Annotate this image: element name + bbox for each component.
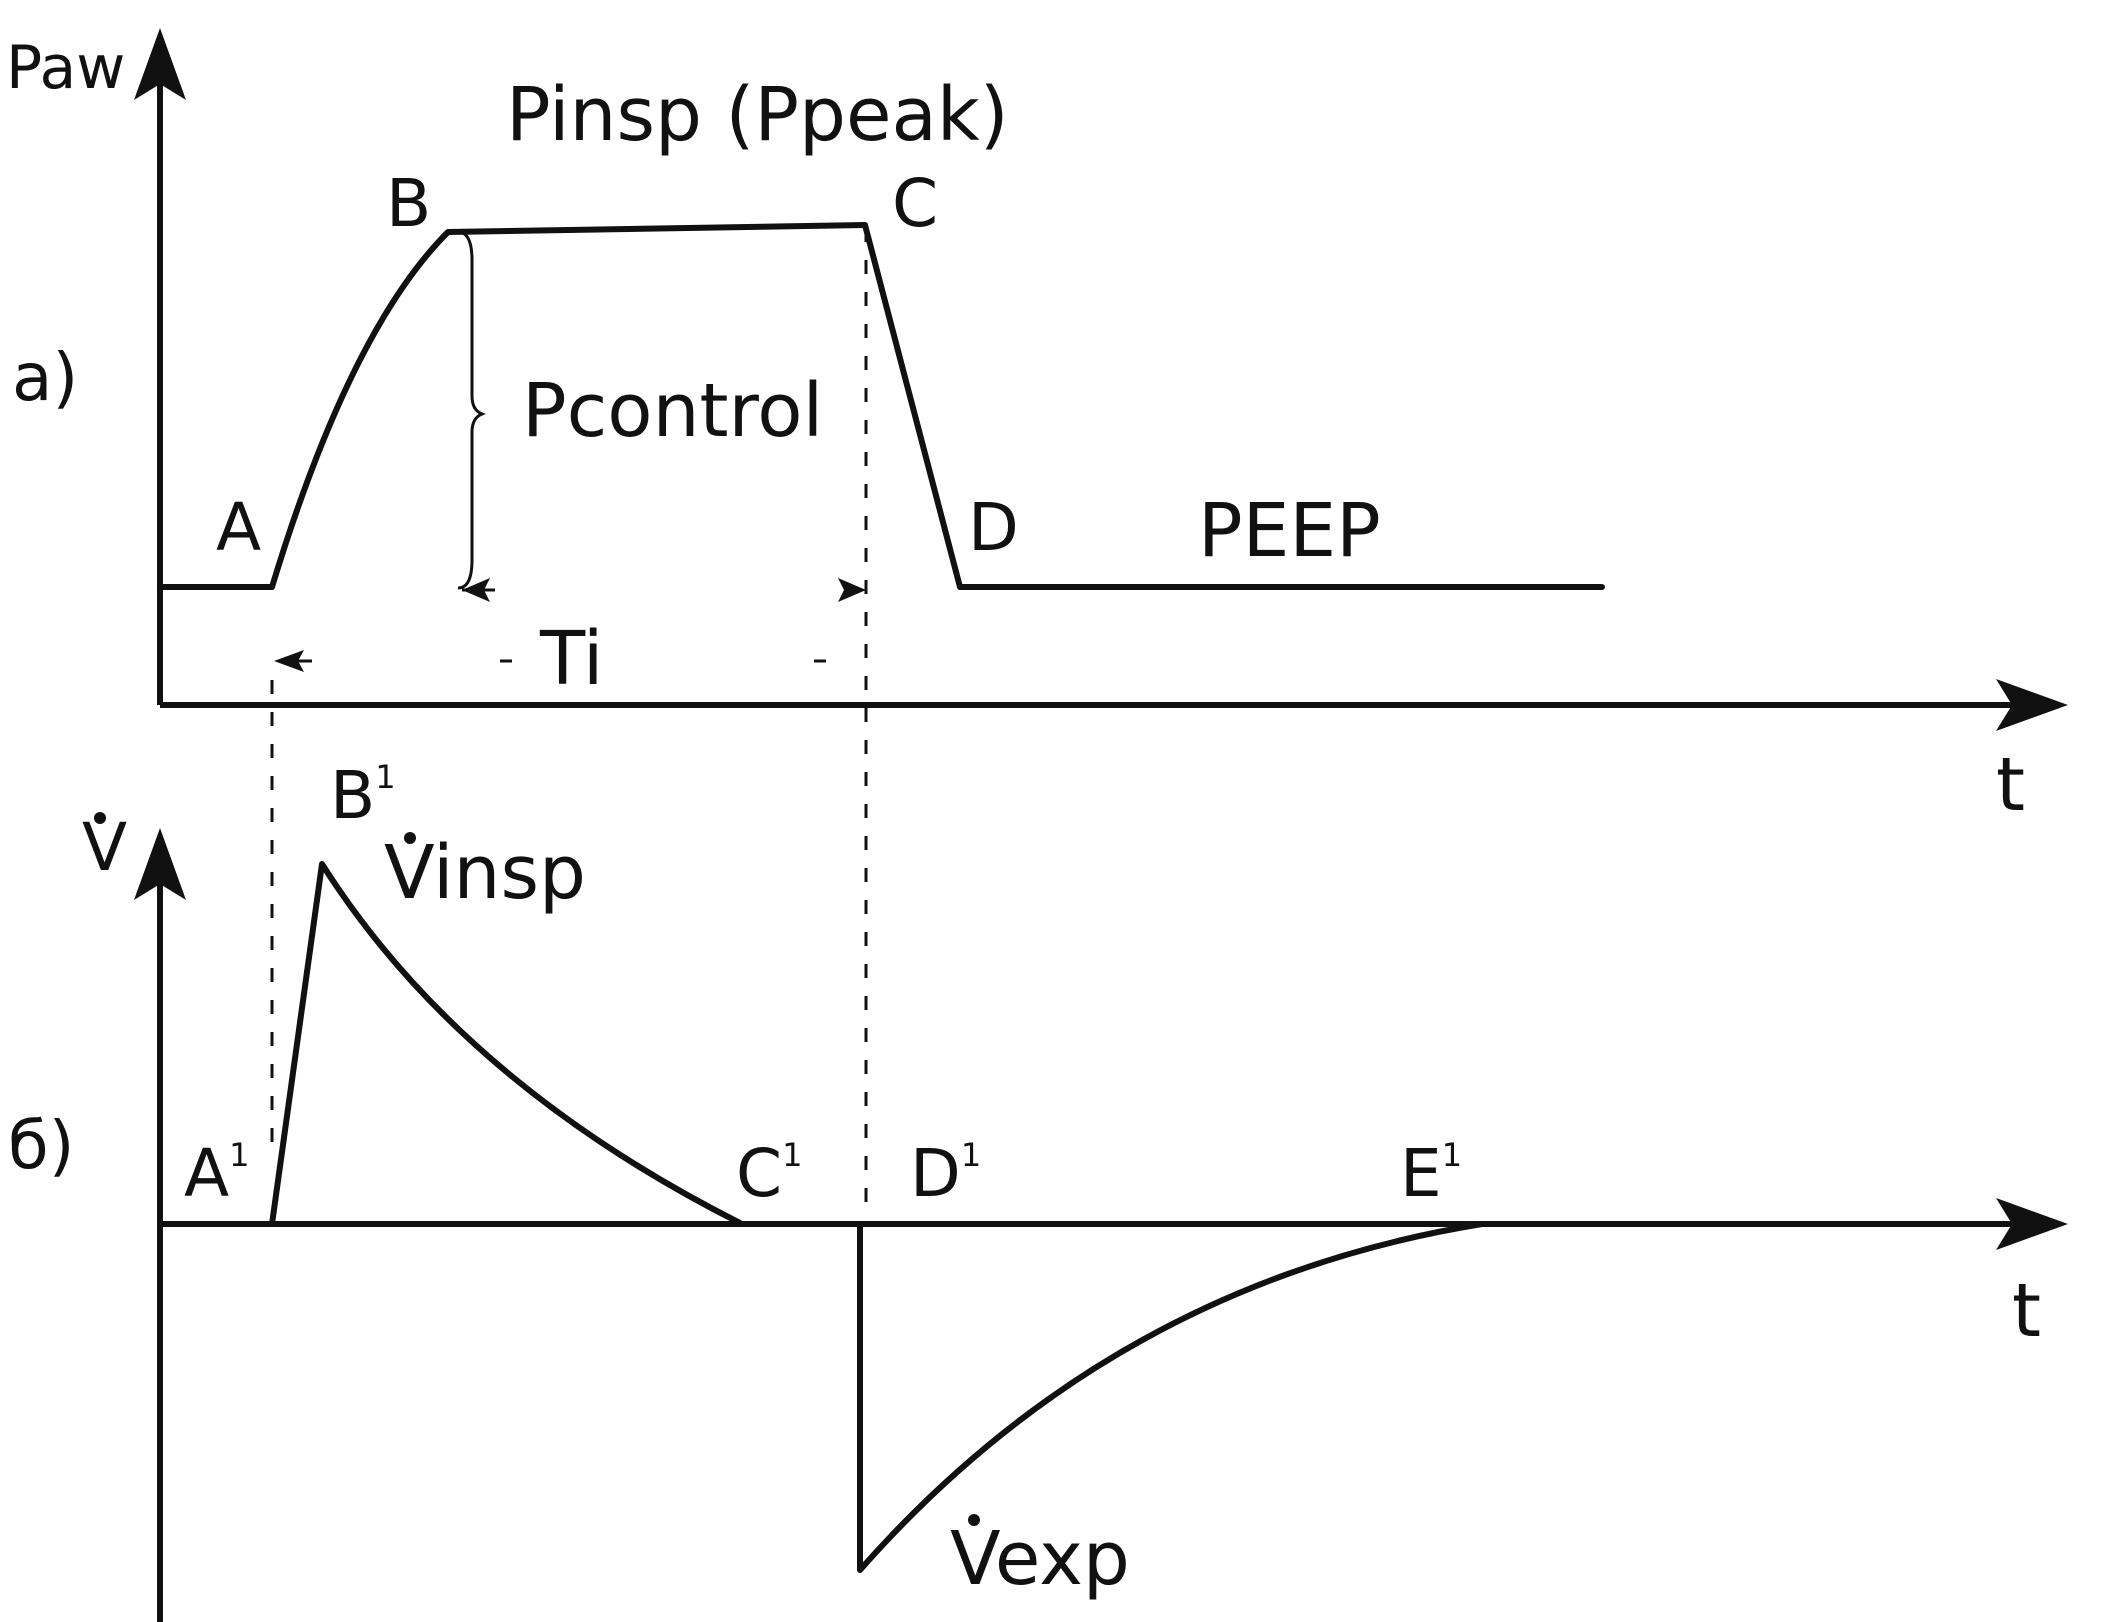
point-b1-letter: B xyxy=(330,757,375,834)
point-a1-label: A1 xyxy=(184,1135,250,1212)
pressure-x-axis-arrow-icon xyxy=(1996,679,2068,731)
vinsp-dot-icon xyxy=(404,832,416,844)
point-b1-sup: 1 xyxy=(375,758,395,796)
panel-a-label: a) xyxy=(12,339,78,416)
point-d1-letter: D xyxy=(910,1135,961,1212)
pinsp-label: Pinsp (Ppeak) xyxy=(506,72,1009,158)
point-d-label: D xyxy=(968,489,1019,566)
flow-panel: V б) B1 Vinsp A1 C1 D1 E1 t Vexp xyxy=(8,757,2068,1622)
point-d1-sup: 1 xyxy=(961,1136,981,1174)
flow-y-axis-dot-icon xyxy=(94,812,106,824)
panel-b-label: б) xyxy=(8,1107,74,1184)
pcontrol-brace xyxy=(457,230,487,590)
flow-x-axis-arrow-icon xyxy=(1996,1198,2068,1250)
point-c1-label: C1 xyxy=(736,1135,802,1212)
vinsp-label: Vinsp xyxy=(384,830,586,916)
point-a1-letter: A xyxy=(184,1135,229,1212)
point-c1-letter: C xyxy=(736,1135,782,1212)
point-e1-letter: E xyxy=(1400,1135,1442,1212)
point-a-label: A xyxy=(216,489,261,566)
flow-x-axis-label: t xyxy=(2012,1268,2041,1354)
point-d1-label: D1 xyxy=(910,1135,981,1212)
vexp-dot-icon xyxy=(968,1514,980,1526)
pressure-x-axis-label: t xyxy=(1996,742,2025,828)
peep-label: PEEP xyxy=(1198,488,1381,574)
pressure-panel: Paw a) Pinsp (Ppeak) B C Pcontrol A D PE… xyxy=(6,28,2068,828)
point-e1-sup: 1 xyxy=(1442,1136,1462,1174)
c-marker-arrow-icon xyxy=(838,578,866,602)
point-a1-sup: 1 xyxy=(229,1136,249,1174)
flow-y-axis-arrow-icon xyxy=(134,828,186,900)
pcontrol-arrow-icon xyxy=(462,578,490,602)
pcontrol-label: Pcontrol xyxy=(522,368,823,454)
point-e1-label: E1 xyxy=(1400,1135,1462,1212)
point-b1-label: B1 xyxy=(330,757,396,834)
ti-label: Ti xyxy=(539,616,604,702)
expiratory-flow-curve xyxy=(857,1221,1485,1573)
inspiratory-flow-curve xyxy=(269,861,745,1227)
point-c-label: C xyxy=(892,165,938,242)
pressure-y-axis-arrow-icon xyxy=(134,28,186,100)
point-b-label: B xyxy=(386,165,431,242)
pressure-waveform xyxy=(157,222,1605,590)
pressure-y-axis-label: Paw xyxy=(6,33,125,103)
vexp-label: Vexp xyxy=(950,1516,1130,1602)
point-c1-sup: 1 xyxy=(782,1136,802,1174)
